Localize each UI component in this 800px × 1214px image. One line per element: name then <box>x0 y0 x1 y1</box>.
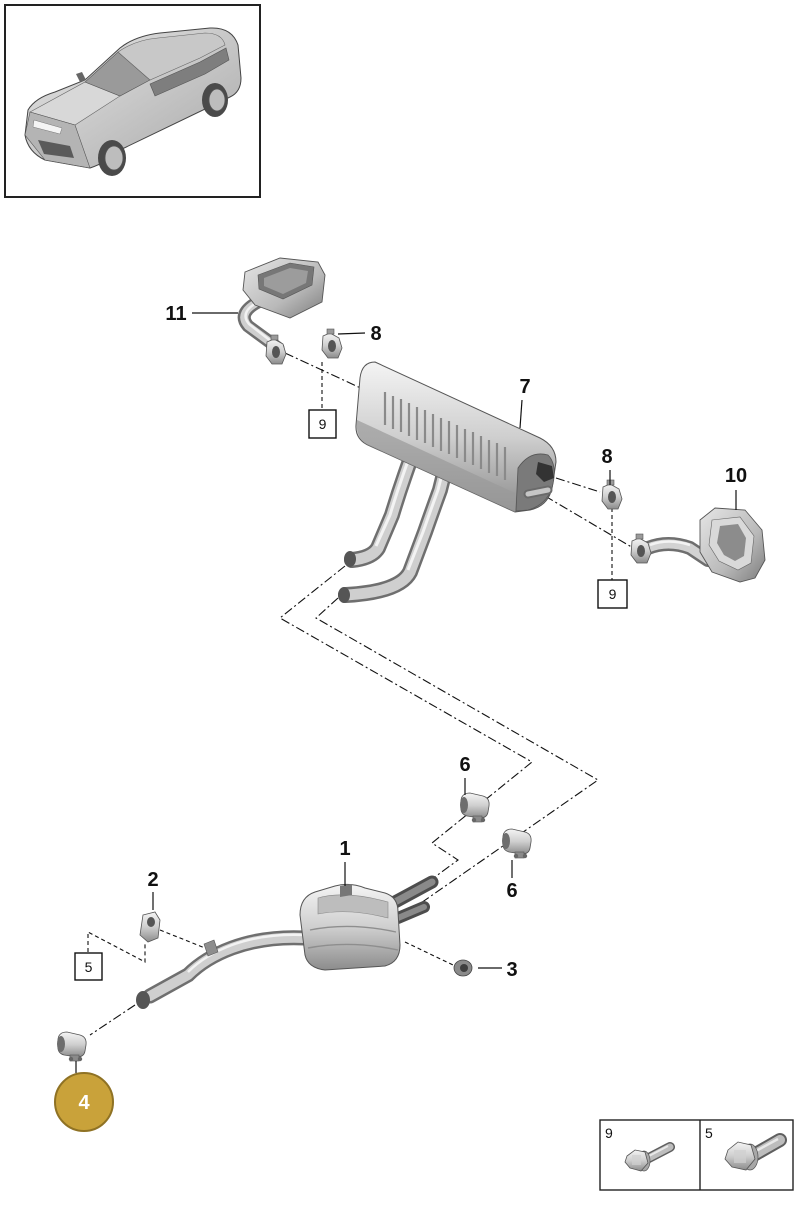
pipe-end <box>338 587 350 603</box>
tailpipe-right-clamp <box>630 533 652 564</box>
reference-9-right[interactable]: 9 <box>597 579 628 609</box>
reference-line-5 <box>87 931 146 963</box>
assembly-line-clamp-front <box>89 1004 136 1036</box>
assembly-line-pipe-upper <box>279 565 533 883</box>
legend-cell-5[interactable]: 5 <box>705 1125 787 1171</box>
callout-8-top[interactable]: 8 <box>370 323 381 345</box>
assembly-line-clamp-right <box>555 477 601 493</box>
pipe-end <box>344 551 356 567</box>
part-clamp-front <box>56 1031 87 1062</box>
callout-1[interactable]: 1 <box>339 838 350 860</box>
callout-2[interactable]: 2 <box>147 869 158 891</box>
vehicle-thumbnail <box>4 4 261 198</box>
callout-8-right[interactable]: 8 <box>601 446 612 468</box>
assembly-line-mount <box>404 941 454 966</box>
reference-label: 9 <box>319 416 327 432</box>
leader-7 <box>519 399 523 429</box>
callout-3[interactable]: 3 <box>506 959 517 981</box>
assembly-line-bracket <box>159 929 206 949</box>
reference-5[interactable]: 5 <box>74 952 103 981</box>
callout-10[interactable]: 10 <box>725 465 747 487</box>
reference-box[interactable] <box>597 579 628 609</box>
part-clamp-top <box>321 328 343 359</box>
legend-label: 9 <box>605 1125 613 1141</box>
part-front-muffler <box>136 875 439 1009</box>
reference-label: 9 <box>609 586 617 602</box>
bolt-icon <box>724 1133 787 1171</box>
callout-6-lower[interactable]: 6 <box>506 880 517 902</box>
legend-cell-9[interactable]: 9 <box>605 1125 675 1172</box>
assembly-line-tailpipe-right <box>544 495 641 553</box>
leader-lines <box>75 312 737 1073</box>
leader-8-top <box>337 332 366 335</box>
part-clamp-lower <box>501 828 532 859</box>
part-tailpipe-right <box>630 507 766 583</box>
callout-7[interactable]: 7 <box>519 376 530 398</box>
muffler-ribs <box>383 392 507 480</box>
callout-4-selected[interactable]: 4 <box>54 1072 114 1132</box>
assembly-line-tailpipe-left <box>284 352 366 391</box>
part-clamp-right <box>601 479 623 510</box>
pipe-hanger <box>203 939 219 957</box>
part-tailpipe-left <box>237 257 326 365</box>
bolt-icon <box>624 1142 675 1172</box>
reference-box[interactable] <box>308 409 337 439</box>
reference-label: 5 <box>85 959 93 975</box>
legend-label: 5 <box>705 1125 713 1141</box>
pipe-end <box>136 991 150 1009</box>
reference-9-left[interactable]: 9 <box>308 409 337 439</box>
part-rubber-mount <box>453 959 473 977</box>
vehicle-thumbnail-icon <box>24 27 242 176</box>
part-clamp-upper <box>459 792 490 823</box>
hardware-legend: 9 5 <box>599 1119 794 1191</box>
part-bracket <box>139 911 161 943</box>
callout-6-upper[interactable]: 6 <box>459 754 470 776</box>
callout-11[interactable]: 11 <box>165 303 186 325</box>
selected-callout-badge[interactable] <box>54 1072 114 1132</box>
callout-4[interactable]: 4 <box>78 1092 90 1114</box>
part-rear-muffler <box>338 361 557 603</box>
reference-box[interactable] <box>74 952 103 981</box>
